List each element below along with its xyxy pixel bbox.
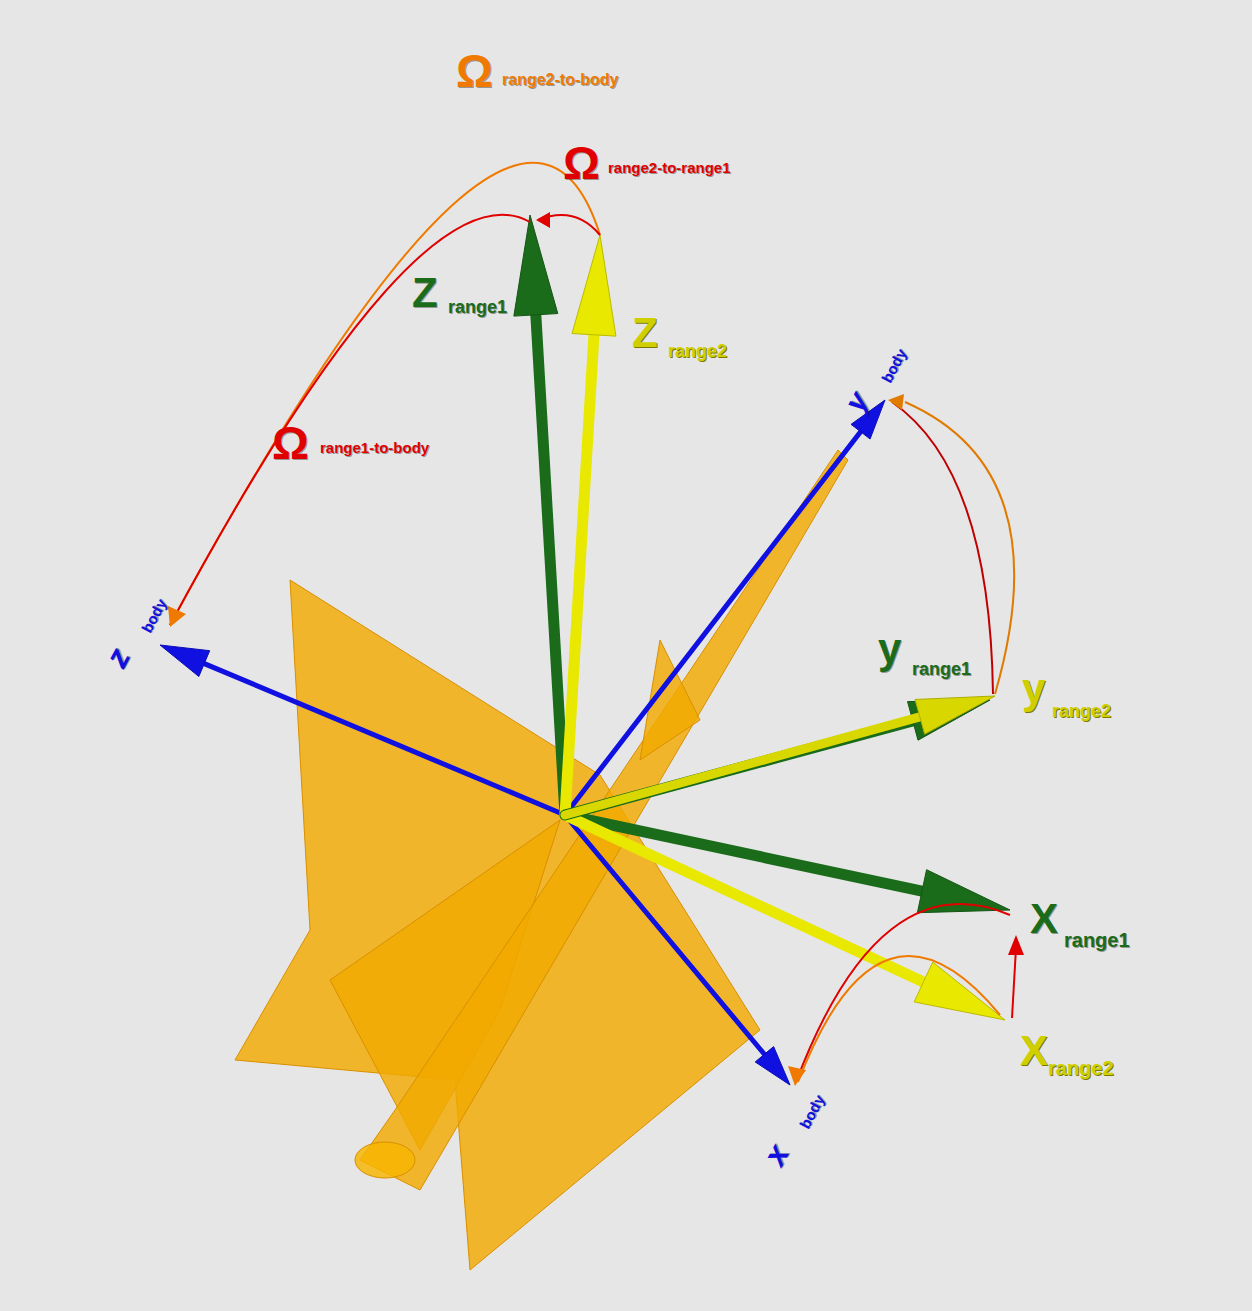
axis-subscript: body — [139, 596, 169, 635]
z-range2-axis — [565, 235, 616, 815]
axis-symbol: Z — [632, 312, 658, 354]
axis-subscript: range2 — [668, 342, 727, 360]
rotation-arc — [170, 215, 530, 625]
axis-symbol: X — [1020, 1030, 1048, 1072]
arc-head — [168, 606, 186, 627]
arc-heads — [168, 212, 1024, 1086]
axis-symbol: y — [1022, 668, 1045, 710]
axis-subscript: range1-to-body — [320, 440, 429, 455]
y-body-axis — [565, 400, 885, 815]
rotation-arc — [892, 402, 993, 694]
axis-subscript: range1 — [448, 298, 507, 316]
axis-subscript: range2 — [1048, 1058, 1114, 1078]
arc-head — [536, 212, 550, 228]
z-range1-axis — [514, 215, 565, 815]
rotation-arc — [796, 904, 1010, 1082]
axis-subscript: range2-to-range1 — [608, 160, 731, 175]
axis-symbol: X — [1030, 898, 1058, 940]
rotation-arc — [170, 163, 600, 625]
axis-symbol: Ω — [456, 48, 493, 94]
axis-symbol: Ω — [272, 420, 309, 466]
axis-subscript: body — [879, 346, 909, 385]
axis-symbol: Z — [412, 272, 438, 314]
axis-symbol: Ω — [563, 140, 600, 186]
rotation-arc — [1012, 948, 1016, 1018]
axis-subscript: range1 — [1064, 930, 1130, 950]
rotation-arc — [798, 956, 1000, 1082]
z-body-axis — [160, 645, 565, 815]
axis-subscript: range1 — [912, 660, 971, 678]
x-range2-axis — [565, 815, 1005, 1020]
x-range1-axis — [565, 815, 1010, 913]
axis-subscript: body — [797, 1092, 827, 1131]
rotation-arcs — [170, 163, 1016, 1082]
axis-subscript: range2 — [1052, 702, 1111, 720]
axis-symbol: y — [840, 387, 874, 416]
rotation-arc — [905, 402, 1014, 694]
axis-symbol: z — [100, 643, 136, 672]
y-range2-axis — [565, 696, 995, 815]
axis-symbol: y — [878, 628, 901, 670]
arc-head — [788, 1066, 806, 1086]
axis-subscript: range2-to-body — [502, 72, 618, 88]
arc-head — [888, 394, 904, 410]
axis-symbol: x — [758, 1139, 795, 1170]
arc-head — [1008, 935, 1024, 955]
